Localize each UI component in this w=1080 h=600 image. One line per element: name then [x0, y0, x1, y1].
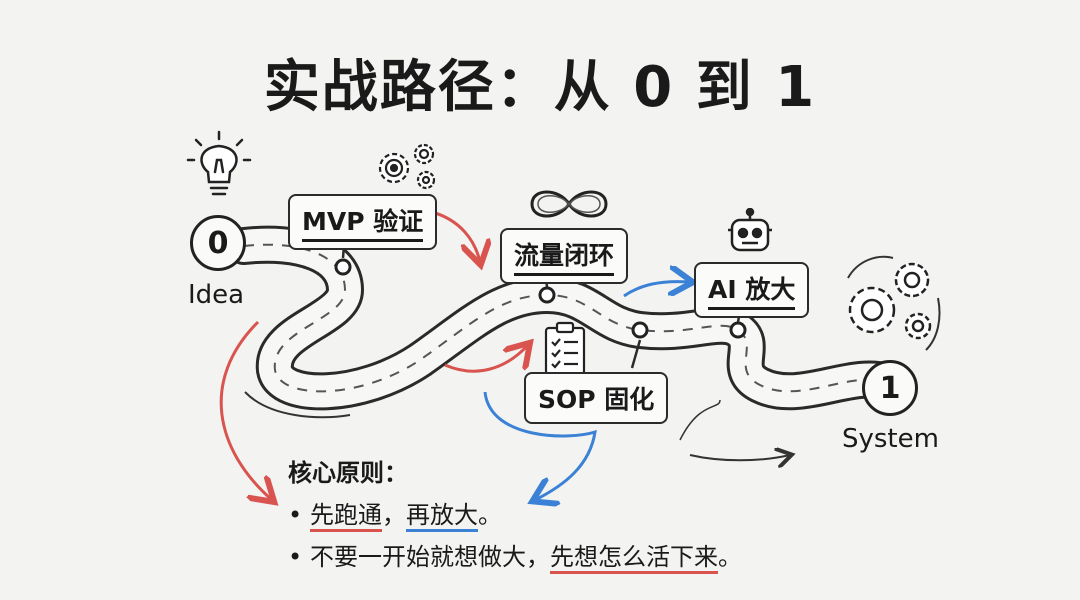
arrow-road-to-sop: [444, 345, 528, 373]
step-box-sop: SOP 固化: [524, 372, 669, 424]
principle-highlight-run: 先跑通: [310, 501, 382, 532]
principle-highlight-survive: 先想怎么活下来: [550, 543, 718, 574]
arrow-mvp-to-traffic: [431, 210, 480, 262]
step-box-mvp: MVP 验证: [288, 194, 438, 250]
end-node: 1: [862, 360, 918, 416]
arrow-traffic-to-ai: [623, 282, 690, 296]
page-title: 实战路径：从 0 到 1: [263, 55, 817, 120]
step-label-sop: SOP 固化: [538, 385, 655, 414]
step-label-ai: AI 放大: [708, 270, 796, 310]
principle-line-2: •不要一开始就想做大，先想怎么活下来。: [288, 536, 742, 578]
principle-prefix: 不要一开始就想做大，: [310, 543, 550, 571]
lightbulb-icon: [186, 130, 252, 196]
principles-heading: 核心原则：: [288, 459, 408, 487]
bullet: •: [288, 501, 303, 529]
step-label-traffic: 流量闭环: [514, 236, 615, 276]
arrow-sop-to-principles: [483, 391, 597, 500]
principle-end: 。: [478, 501, 502, 529]
step-box-ai: AI 放大: [694, 262, 810, 318]
principle-line-1: •先跑通，再放大。: [288, 494, 742, 536]
step-box-traffic: 流量闭环: [500, 228, 629, 284]
milestone-dot-traffic: [538, 286, 556, 304]
principle-end: 。: [718, 543, 742, 571]
bullet: •: [288, 543, 303, 571]
clipboard-checklist-icon: [544, 321, 586, 376]
step-label-mvp: MVP 验证: [302, 202, 424, 242]
end-label: System: [842, 424, 939, 454]
gears-cycle-icon: [847, 255, 941, 351]
arrow-idea-to-principles: [219, 320, 272, 500]
start-node: 0: [190, 215, 246, 271]
robot-icon: [728, 208, 772, 252]
principle-sep: ，: [382, 501, 406, 529]
start-label: Idea: [188, 280, 245, 310]
gears-icon: [378, 143, 436, 190]
arrow-to-system: [689, 455, 790, 460]
milestone-dot-ai: [729, 321, 747, 339]
arrow-under-road: [244, 391, 351, 419]
principles-block: 核心原则： •先跑通，再放大。 •不要一开始就想做大，先想怎么活下来。: [288, 452, 742, 578]
infinity-icon: [530, 190, 608, 218]
milestone-dot-sop: [631, 321, 649, 339]
road-centerline: [243, 243, 889, 393]
principle-highlight-scale: 再放大: [406, 501, 478, 532]
arrow-under-ai: [679, 399, 721, 441]
milestone-dot-mvp: [334, 258, 352, 276]
